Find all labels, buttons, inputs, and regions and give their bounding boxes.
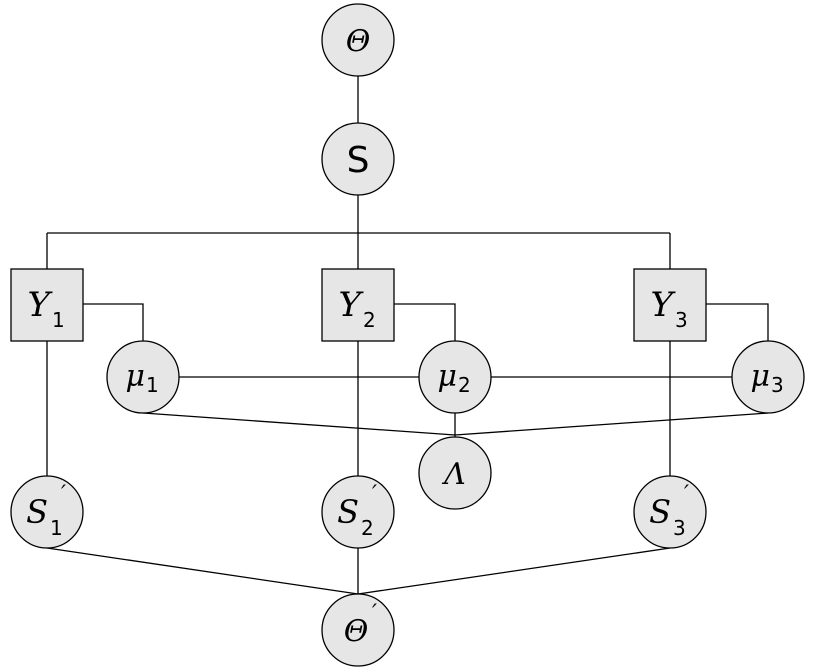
node-lambda: Λ	[418, 436, 492, 510]
node-y2: Y 2	[321, 268, 395, 342]
edge-s1p-thetap	[46, 547, 359, 595]
edge-y3-mu3	[706, 303, 769, 341]
node-s2-prime-mark: ′	[372, 482, 377, 507]
node-s-label: S	[347, 140, 370, 181]
node-s3-prime: S 3 ′	[633, 475, 707, 549]
edges	[46, 76, 769, 595]
node-mu2-subscript: 2	[458, 373, 471, 397]
node-mu3-subscript: 3	[771, 373, 784, 397]
node-y2-label: Y	[339, 285, 365, 325]
node-y3-label: Y	[651, 285, 677, 325]
node-theta-prime: Θ ′	[321, 593, 395, 667]
node-s2-prime: S 2 ′	[321, 475, 395, 549]
node-theta-label: Θ	[346, 24, 371, 59]
node-mu1-subscript: 1	[146, 373, 159, 397]
node-y3: Y 3	[633, 268, 707, 342]
node-s1-prime-subscript: 1	[50, 516, 63, 540]
node-y2-subscript: 2	[363, 308, 376, 332]
node-mu2-label: μ	[438, 359, 458, 394]
node-lambda-label: Λ	[441, 457, 466, 492]
edge-y1-mu1	[83, 303, 144, 341]
node-s3-prime-label: S	[649, 493, 671, 531]
node-s3-prime-subscript: 3	[673, 516, 686, 540]
node-mu2: μ 2	[418, 340, 492, 414]
node-y3-subscript: 3	[675, 308, 688, 332]
node-s1-prime-mark: ′	[61, 482, 66, 507]
node-s1-prime: S 1 ′	[10, 475, 84, 549]
edge-mu3-lambda	[454, 412, 769, 436]
node-mu3: μ 3	[731, 340, 805, 414]
node-mu1: μ 1	[106, 340, 180, 414]
edge-y2-mu2	[394, 303, 456, 341]
node-mu1-label: μ	[126, 359, 146, 394]
node-mu3-label: μ	[751, 359, 771, 394]
node-y1: Y 1	[10, 268, 84, 342]
node-s2-prime-subscript: 2	[361, 516, 374, 540]
node-y1-subscript: 1	[52, 308, 65, 332]
node-s3-prime-mark: ′	[684, 482, 689, 507]
node-y1-label: Y	[28, 285, 54, 325]
node-theta-prime-label: Θ	[344, 614, 369, 649]
node-s2-prime-label: S	[337, 493, 359, 531]
edge-s3p-thetap	[357, 547, 671, 595]
node-theta: Θ	[321, 3, 395, 77]
edge-mu1-lambda	[142, 412, 456, 436]
node-theta-prime-mark: ′	[372, 601, 377, 626]
node-s: S	[321, 122, 395, 196]
node-s1-prime-label: S	[26, 493, 48, 531]
